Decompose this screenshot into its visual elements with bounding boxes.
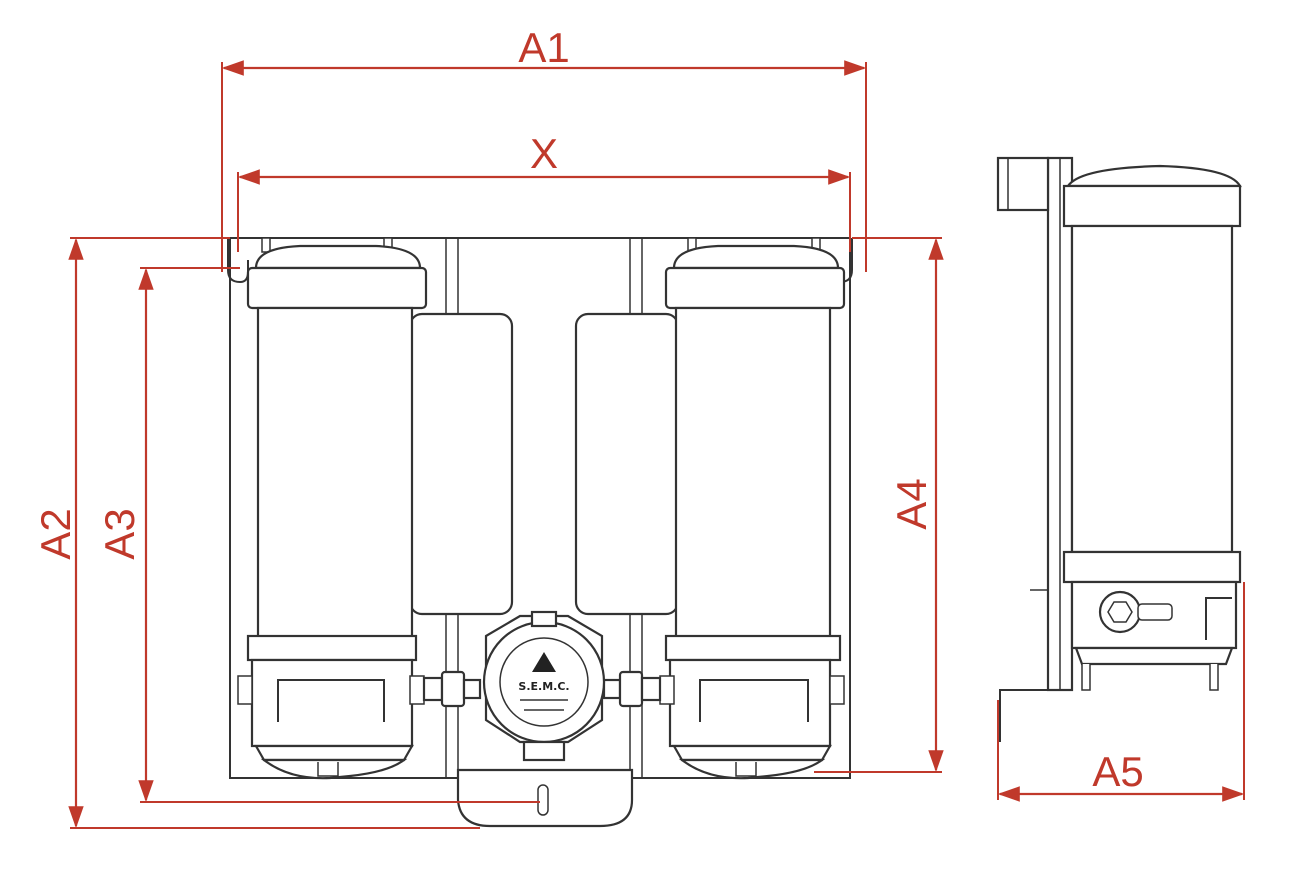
nameplate-brand: S.E.M.C. — [518, 680, 569, 693]
side-view — [996, 156, 1242, 742]
dimension-label-a4: A4 — [888, 478, 935, 529]
mounting-slot — [537, 784, 549, 816]
left-filter-bowl — [256, 306, 414, 640]
dimension-label-a1: A1 — [518, 24, 569, 71]
warning-triangle-icon — [532, 652, 556, 672]
pipe-fittings — [422, 670, 662, 708]
front-view: S.E.M.C. — [227, 237, 853, 828]
dimension-a5: A5 — [997, 582, 1245, 802]
dimension-label-a5: A5 — [1092, 748, 1143, 795]
dimension-label-a3: A3 — [96, 508, 143, 559]
dimension-a2: A2 — [32, 237, 480, 829]
dimension-a3: A3 — [96, 267, 540, 803]
dimension-a4: A4 — [814, 237, 944, 773]
left-side-panel — [408, 312, 514, 616]
right-filter-housing — [659, 244, 846, 780]
dimension-label-a2: A2 — [32, 508, 79, 559]
dimension-x: X — [237, 130, 851, 252]
dimension-label-x: X — [530, 130, 558, 177]
right-side-panel — [574, 312, 680, 616]
left-filter-housing — [237, 244, 428, 780]
right-filter-bowl — [674, 306, 832, 640]
junction-box: S.E.M.C. — [482, 610, 606, 762]
side-filter-bowl — [1070, 224, 1234, 554]
